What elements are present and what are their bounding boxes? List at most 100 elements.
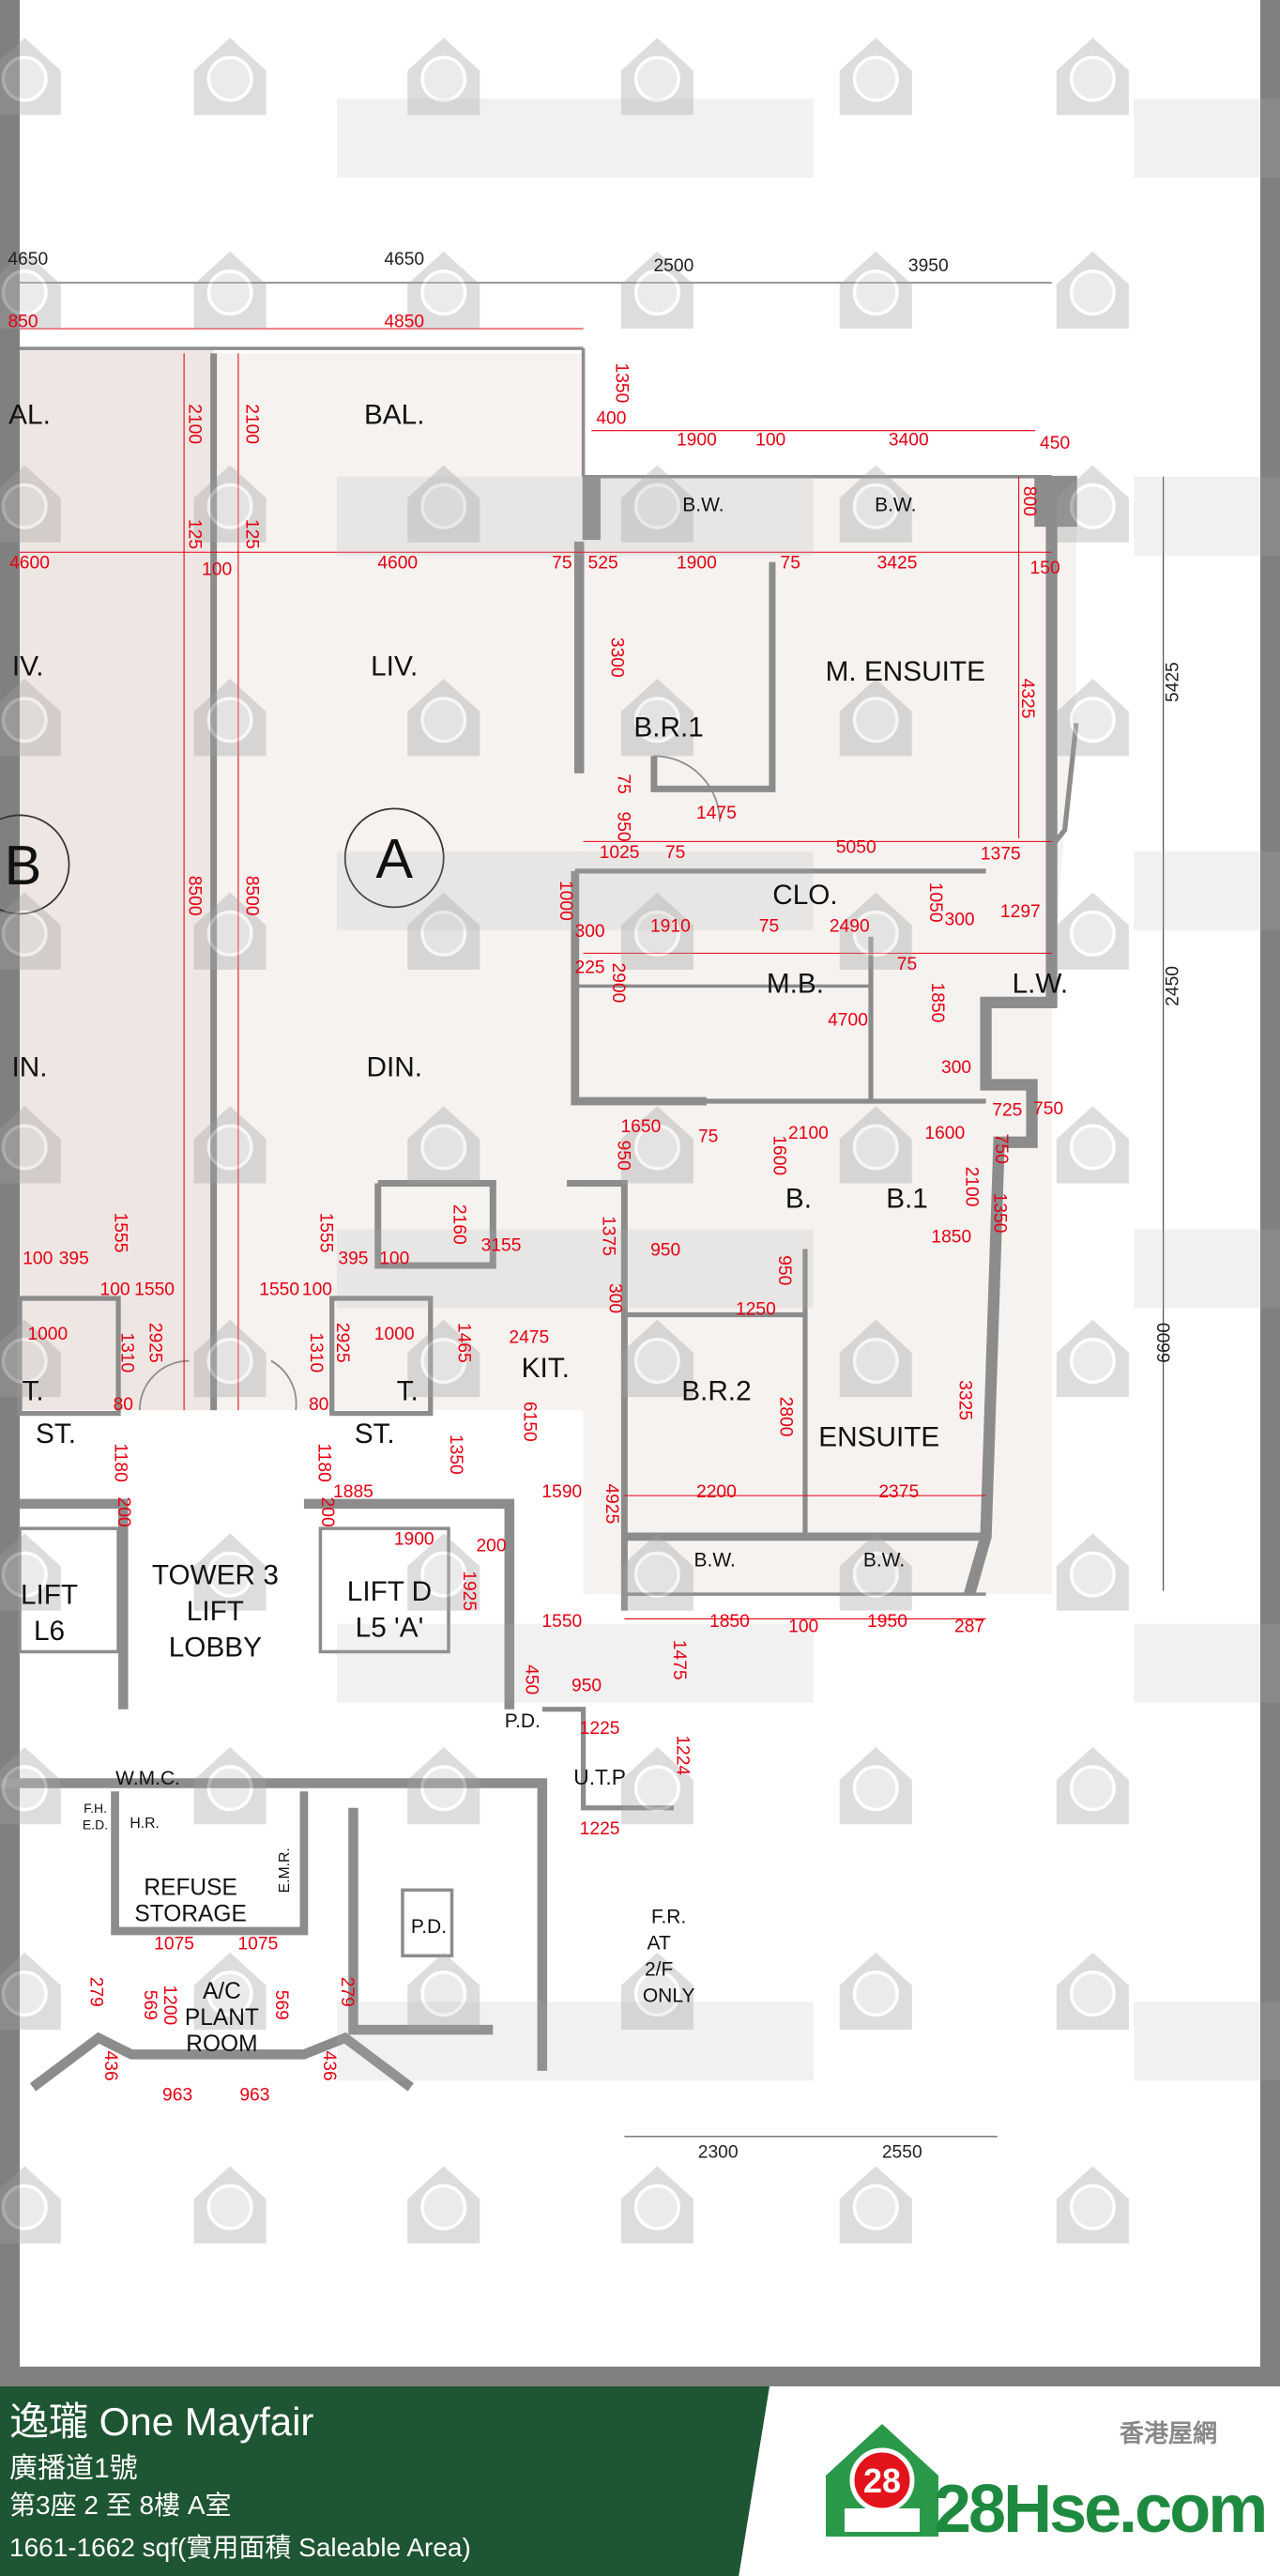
watermark-house-icon — [0, 1746, 61, 1825]
dimension-label: 2550 — [882, 2143, 922, 2163]
dimension-label: 1224 — [672, 1735, 692, 1775]
watermark-house-icon — [193, 2166, 267, 2244]
watermark-band — [1134, 476, 1280, 556]
dimension-label: 3425 — [877, 554, 918, 574]
room-label-br1: B.R.1 — [633, 712, 703, 743]
watermark-house-icon — [407, 465, 480, 543]
dimension-label: 1250 — [736, 1300, 776, 1320]
dimension-label: 4600 — [9, 554, 50, 574]
watermark-house-icon — [0, 892, 61, 970]
watermark-house-icon — [407, 2166, 480, 2244]
dimension-label: 1180 — [111, 1443, 130, 1481]
watermark-house-icon — [839, 1952, 912, 2031]
pipe-duct-label: P.D. — [411, 1916, 447, 1938]
logo-brand-text: 28Hse.com — [934, 2472, 1268, 2547]
fr-note: 2/F — [645, 1958, 673, 1980]
watermark-band — [336, 99, 814, 178]
room-label-din: DIN. — [366, 1052, 422, 1083]
watermark-house-icon — [193, 1319, 267, 1398]
dimension-label: 150 — [1030, 559, 1060, 578]
watermark-house-icon — [0, 1319, 61, 1398]
dimension-label: 2490 — [830, 917, 870, 937]
lobby-label: TOWER 3 — [152, 1560, 279, 1591]
dimension-label: 300 — [941, 1058, 971, 1078]
room-label-kit: KIT. — [522, 1353, 570, 1384]
watermark-house-icon — [1056, 38, 1129, 115]
pipe-duct-label: P.D. — [505, 1710, 541, 1732]
dimension-label: 2450 — [1163, 966, 1182, 1006]
dimension-label: 2100 — [962, 1167, 982, 1207]
footer-green-panel: 逸瓏 One Mayfair 廣播道1號 第3座 2 至 8樓 A室 1661-… — [0, 2386, 770, 2576]
room-label-bay-window: B.W. — [693, 1549, 735, 1571]
dimension-label: 100 — [302, 1280, 332, 1300]
dimension-label: 1225 — [580, 1719, 620, 1739]
dimension-label: 2300 — [698, 2143, 739, 2163]
dimension-label: 125 — [184, 519, 204, 549]
dimension-label: 287 — [954, 1617, 984, 1636]
room-label-bay-window: B.W. — [863, 1549, 905, 1571]
room-label-din-b: IN. — [12, 1052, 48, 1083]
dimension-label: 1850 — [927, 983, 947, 1023]
black-dimension-lines — [20, 282, 1165, 2138]
utp-label: U.T.P — [573, 1765, 626, 1789]
watermark-house-icon — [620, 251, 693, 330]
watermark-band — [1134, 2001, 1280, 2081]
watermark-house-icon — [407, 892, 480, 970]
lift-l6-label: L6 — [34, 1616, 65, 1647]
dimension-label: 3325 — [955, 1380, 975, 1420]
room-label-bay-window: B.W. — [875, 494, 916, 515]
watermark-house-icon — [1056, 1106, 1129, 1184]
dimension-label: 1050 — [925, 882, 945, 923]
dimension-label: 963 — [162, 2085, 192, 2105]
watermark-house-icon — [839, 1319, 912, 1398]
unit-a-label: A — [375, 827, 413, 890]
room-fills — [20, 348, 1076, 1595]
lobby-label: LIFT — [187, 1596, 244, 1627]
property-area: 1661-1662 sqf(實用面積 Saleable Area) — [9, 2533, 471, 2562]
dimension-label: 75 — [781, 554, 800, 574]
dimension-label: 1925 — [459, 1571, 479, 1611]
room-label-liv-b: IV. — [12, 652, 44, 682]
property-title: 逸瓏 One Mayfair — [9, 2400, 314, 2444]
room-label-bay-window: B.W. — [682, 494, 724, 515]
brand-logo[interactable]: 28 香港屋網 28Hse.com — [821, 2405, 1268, 2565]
room-label-ensuite: ENSUITE — [818, 1422, 939, 1453]
dimension-label: 1910 — [650, 917, 691, 937]
watermark-house-icon — [193, 892, 267, 970]
watermark-house-icon — [193, 1746, 267, 1825]
dimension-label: 4600 — [377, 554, 418, 574]
dimension-label: 2160 — [449, 1204, 468, 1245]
room-label-mb: M.B. — [767, 968, 824, 999]
lift-d-label: LIFT D — [347, 1576, 432, 1607]
dimension-label: 5425 — [1163, 662, 1182, 702]
watermark-house-icon — [193, 251, 267, 330]
dimension-label: 725 — [992, 1101, 1022, 1121]
dimension-label: 2925 — [145, 1323, 164, 1363]
dimension-label: 6600 — [1155, 1323, 1175, 1363]
watermark-house-icon — [1056, 892, 1129, 970]
watermark-band — [336, 2001, 814, 2081]
refuse-storage-label: REFUSE — [144, 1876, 236, 1901]
dimension-label: 1555 — [111, 1213, 130, 1253]
dimension-label: 4925 — [602, 1483, 621, 1524]
watermark-band — [1134, 1229, 1280, 1309]
room-label-store: ST. — [355, 1418, 395, 1449]
watermark-house-icon — [0, 38, 61, 115]
dimension-label: 1475 — [669, 1640, 689, 1680]
dimension-label: 80 — [114, 1395, 133, 1415]
dimension-label: 1375 — [981, 845, 1021, 865]
dimension-label: 2100 — [184, 404, 204, 444]
dimension-label: 1850 — [931, 1228, 971, 1248]
watermark-house-icon — [1056, 251, 1129, 330]
watermark-house-icon — [407, 1746, 480, 1825]
overall-dimensions: 4650 4650 2500 3950 2300 2550 5425 2450 … — [8, 250, 1182, 2163]
dimension-label: 8500 — [242, 876, 262, 916]
dimension-label: 2100 — [788, 1124, 829, 1143]
floor-plan: BAL. AL. LIV. IV. DIN. IN. A B M. ENSUIT… — [0, 0, 1280, 2367]
dimension-label: 125 — [242, 519, 262, 549]
dimension-label: 1475 — [696, 804, 737, 823]
dimension-label: 200 — [114, 1497, 133, 1527]
dimension-label: 100 — [755, 430, 785, 450]
watermark-house-icon — [193, 465, 267, 543]
